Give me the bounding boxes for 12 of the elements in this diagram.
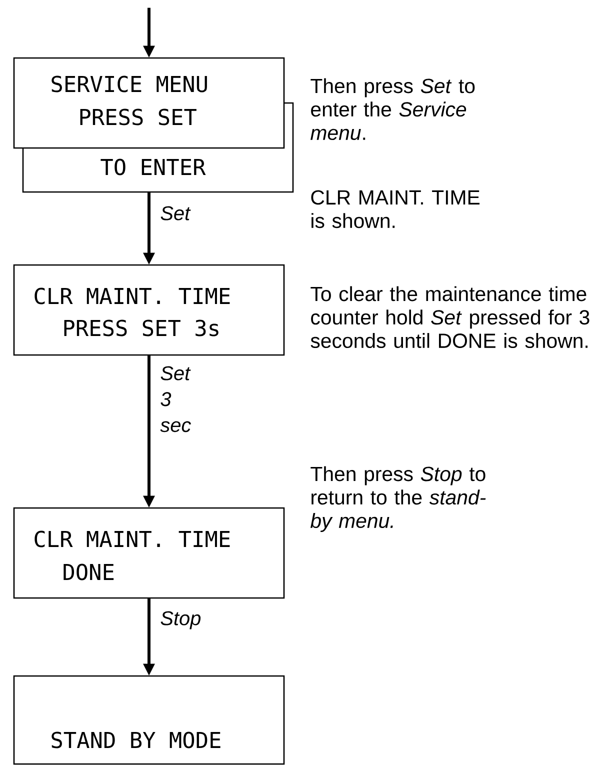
note-text: To clear the maintenance time counter hold Set pressed for 3 seconds until DONE is shown. bbox=[310, 286, 590, 348]
note-text: CLR MAINT. TIME is shown. bbox=[311, 190, 480, 228]
edge-label: Set 3 sec bbox=[160, 366, 191, 432]
display-box: SERVICE MENU PRESS SET TO ENTER bbox=[13, 57, 294, 193]
note-text: Then press Set to enter the Service menu. bbox=[310, 78, 475, 140]
note-text: Then press Stop to return to the stand-by menu. bbox=[310, 466, 486, 532]
edge-label: Set bbox=[160, 206, 191, 220]
display-box: CLR MAINT. TIME DONE bbox=[13, 507, 285, 599]
display-box: CLR MAINT. TIME PRESS SET 3s bbox=[13, 264, 285, 356]
display-box: STAND BY MODE bbox=[13, 675, 285, 765]
node-label: TO ENTER bbox=[100, 158, 206, 176]
edge-label: Stop bbox=[160, 611, 201, 630]
